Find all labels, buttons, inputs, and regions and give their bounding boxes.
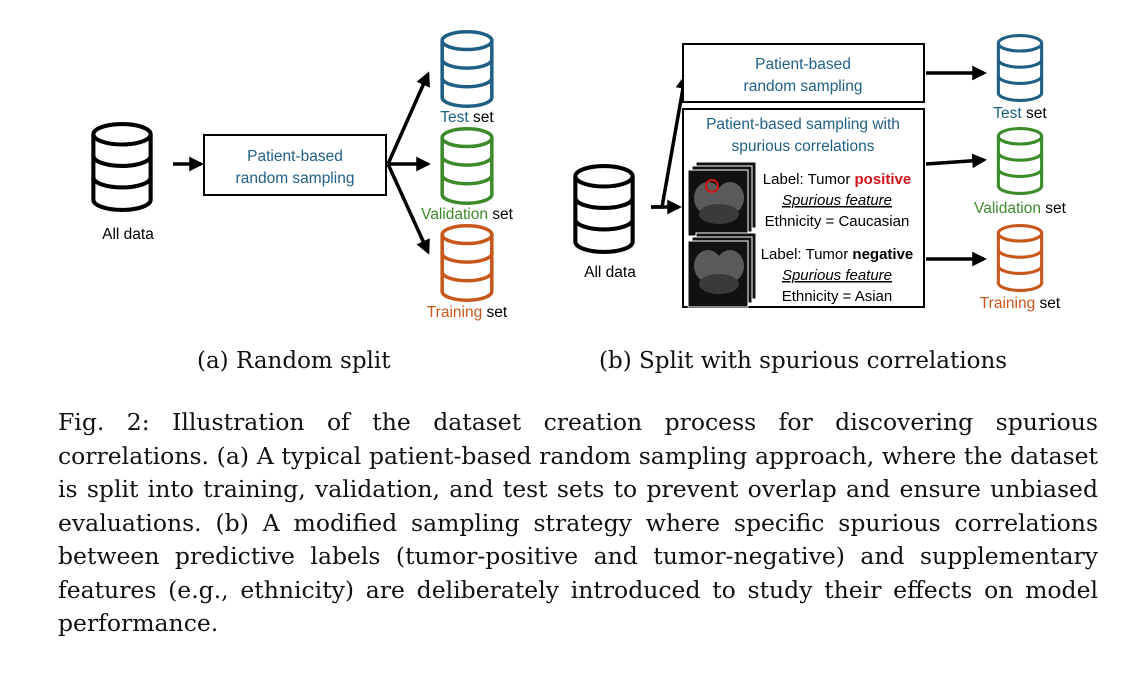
figure-caption: Fig. 2: Illustration of the dataset crea… (58, 408, 1098, 637)
sampling-box (203, 134, 387, 196)
mri-stack-negative-image (687, 232, 757, 308)
panel-b: All data Patient-based random sampling P… (575, 36, 1067, 312)
sampling-box-line2: random sampling (236, 170, 355, 187)
test-set-label-b: Test set (993, 105, 1047, 122)
figure-diagram: All data Patient-based random sampling T… (0, 0, 1067, 321)
all-data-database-icon-b (575, 166, 632, 252)
arrow-to-test (386, 71, 430, 165)
all-data-label: All data (102, 226, 154, 243)
training-set-database-icon-b (998, 226, 1041, 291)
test-set-label: Test set (440, 109, 494, 126)
spurious-sampling-box-line1: Patient-based sampling with (706, 116, 900, 133)
validation-set-database-icon (442, 129, 492, 203)
all-data-label-b: All data (584, 264, 636, 281)
positive-label: Label: Tumor positive (763, 171, 911, 188)
negative-ethnicity: Ethnicity = Asian (782, 288, 892, 305)
test-set-database-icon (442, 32, 492, 106)
validation-set-database-icon-b (998, 129, 1041, 194)
mri-stack-positive-image (687, 161, 757, 237)
random-sampling-box (682, 43, 925, 103)
training-set-label: Training set (427, 304, 508, 321)
arrow-to-validation-b (925, 153, 987, 169)
all-data-database-icon (93, 124, 150, 210)
spurious-sampling-box-line2: spurious correlations (731, 138, 874, 155)
negative-label: Label: Tumor negative (761, 246, 914, 263)
training-set-database-icon (442, 226, 492, 300)
validation-set-label: Validation set (421, 206, 514, 223)
positive-ethnicity: Ethnicity = Caucasian (765, 213, 910, 230)
panel-a: All data Patient-based random sampling T… (93, 32, 514, 321)
arrow-to-training (386, 163, 430, 255)
random-sampling-box-line1: Patient-based (755, 56, 851, 73)
test-set-database-icon-b (998, 36, 1041, 101)
validation-set-label-b: Validation set (974, 200, 1067, 217)
subcaption-b: (b) Split with spurious correlations (599, 348, 1008, 374)
positive-spurious-feature: Spurious feature (782, 192, 892, 209)
training-set-label-b: Training set (980, 295, 1061, 312)
arrow-data-to-random-sampling (651, 74, 691, 209)
random-sampling-box-line2: random sampling (744, 78, 863, 95)
sampling-box-line1: Patient-based (247, 148, 343, 165)
subcaption-a: (a) Random split (197, 348, 391, 374)
negative-spurious-feature: Spurious feature (782, 267, 892, 284)
